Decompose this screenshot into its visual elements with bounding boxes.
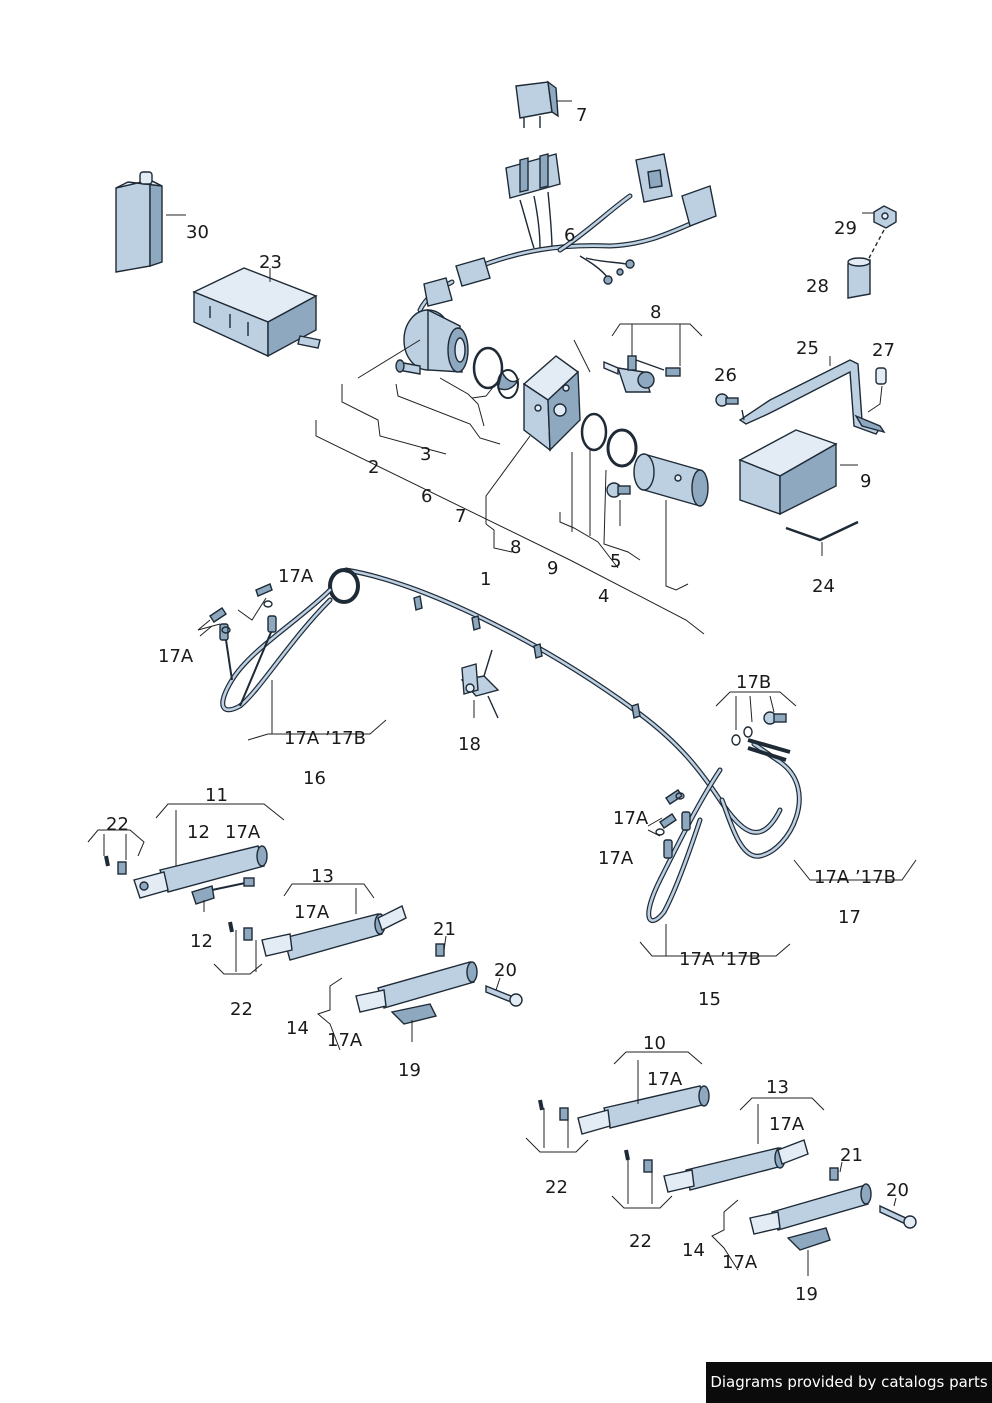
label-22-1: 22 <box>106 814 129 835</box>
label-17A-8: 17A <box>647 1069 683 1090</box>
label-14-1: 14 <box>286 1018 309 1039</box>
sleeve-part <box>633 453 709 507</box>
label-10: 10 <box>643 1033 666 1054</box>
label-17A-2: 17A <box>158 646 194 667</box>
fluid-can-part <box>115 171 163 273</box>
strut-13-part <box>228 905 407 961</box>
label-29: 29 <box>834 218 857 239</box>
label-17A-6: 17A <box>294 902 330 923</box>
clip-17A-parts <box>209 583 787 836</box>
pump-motor-part <box>395 308 469 375</box>
label-23: 23 <box>259 252 282 273</box>
label-17A-17B-2: 17A ’17B <box>814 867 896 888</box>
label-9: 9 <box>860 471 871 492</box>
label-8b: 8 <box>510 537 521 558</box>
callout-labels: 7 30 6 23 29 28 8 25 27 26 3 2 9 6 7 8 5… <box>106 105 909 1305</box>
label-17A-10: 17A <box>722 1252 758 1273</box>
label-8: 8 <box>650 302 661 323</box>
label-26: 26 <box>714 365 737 386</box>
label-18: 18 <box>458 734 481 755</box>
nut-29-part <box>873 205 897 229</box>
label-22-2: 22 <box>230 999 253 1020</box>
label-17A-4: 17A <box>225 822 261 843</box>
label-17A-17B-1: 17A ’17B <box>284 728 366 749</box>
valve-block-part <box>522 355 581 452</box>
label-13-1: 13 <box>311 866 334 887</box>
label-12-2: 12 <box>190 931 213 952</box>
label-22-4: 22 <box>629 1231 652 1252</box>
label-11: 11 <box>205 785 228 806</box>
leader-lines <box>87 323 917 1276</box>
label-22-3: 22 <box>545 1177 568 1198</box>
wiring-harness-top <box>417 153 717 313</box>
label-15: 15 <box>698 989 721 1010</box>
screw-part <box>606 482 631 498</box>
bolt-26-part <box>715 393 739 407</box>
label-17A-3: 17A <box>613 808 649 829</box>
label-12-1: 12 <box>187 822 210 843</box>
label-21-2: 21 <box>840 1145 863 1166</box>
label-30: 30 <box>186 222 209 243</box>
label-20-2: 20 <box>886 1180 909 1201</box>
label-19-2: 19 <box>795 1284 818 1305</box>
label-6b: 6 <box>421 486 432 507</box>
footer-credit: Diagrams provided by catalogs parts <box>706 1362 992 1403</box>
strut-10-part <box>538 1085 710 1135</box>
sensor-part <box>603 355 681 393</box>
label-24: 24 <box>812 576 835 597</box>
label-7b: 7 <box>455 506 466 527</box>
strut-14b-part <box>749 1167 917 1251</box>
strut-13b-part <box>624 1139 809 1193</box>
label-4: 4 <box>598 586 609 607</box>
label-28: 28 <box>806 276 829 297</box>
bracket-part <box>738 359 886 435</box>
label-16: 16 <box>303 768 326 789</box>
label-17A-9: 17A <box>769 1114 805 1135</box>
label-2: 2 <box>368 457 379 478</box>
label-17: 17 <box>838 907 861 928</box>
clamp-18-part <box>460 649 500 719</box>
control-unit-part <box>192 267 321 358</box>
module-9-part <box>738 429 838 516</box>
label-17A-1: 17A <box>278 566 314 587</box>
bushing-28-part <box>847 257 871 299</box>
label-17B: 17B <box>736 672 771 693</box>
label-17A-5: 17A <box>598 848 634 869</box>
label-6: 6 <box>564 225 575 246</box>
label-19-1: 19 <box>398 1060 421 1081</box>
main-harness-part <box>219 567 802 924</box>
relay-part <box>515 80 559 128</box>
label-25: 25 <box>796 338 819 359</box>
label-13-2: 13 <box>766 1077 789 1098</box>
label-3: 3 <box>420 444 431 465</box>
label-21-1: 21 <box>433 919 456 940</box>
label-17A-7: 17A <box>327 1030 363 1051</box>
label-27: 27 <box>872 340 895 361</box>
label-7: 7 <box>576 105 587 126</box>
label-20-1: 20 <box>494 960 517 981</box>
strut-14-part <box>355 943 523 1025</box>
sensor-12-part <box>191 877 255 905</box>
label-5: 5 <box>610 551 621 572</box>
label-1: 1 <box>480 569 491 590</box>
label-9b: 9 <box>547 558 558 579</box>
label-17A-17B-3: 17A ’17B <box>679 949 761 970</box>
nut-27-part <box>875 367 887 385</box>
label-14-2: 14 <box>682 1240 705 1261</box>
strut-11-part <box>104 845 268 899</box>
